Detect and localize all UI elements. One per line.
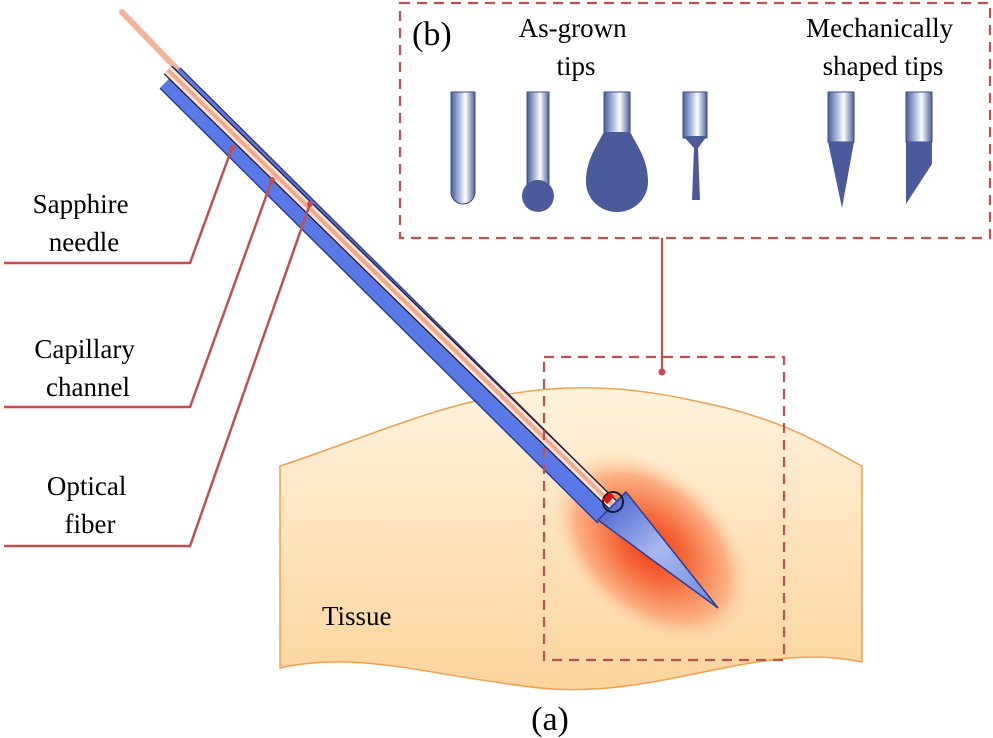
label-as-grown-tips: As-grown tips bbox=[519, 13, 634, 81]
tip-rounded bbox=[450, 91, 476, 205]
label-tissue: Tissue bbox=[322, 601, 392, 631]
tip-beveled bbox=[905, 91, 933, 204]
optical-fiber-protrusion bbox=[119, 9, 181, 73]
tip-teardrop bbox=[586, 91, 648, 212]
optical-fiber bbox=[166, 68, 614, 506]
tip-ball bbox=[522, 91, 554, 212]
label-leaders bbox=[4, 145, 313, 548]
fiber-output-point bbox=[602, 492, 615, 504]
sapphire-needle bbox=[159, 65, 719, 609]
needle-tip bbox=[596, 490, 719, 609]
label-optical-fiber: Optical fiber bbox=[47, 471, 133, 539]
tip-taper bbox=[682, 91, 708, 200]
label-panel-b: (b) bbox=[412, 16, 452, 53]
label-capillary-channel: Capillary channel bbox=[34, 334, 141, 402]
tip-shapes bbox=[450, 91, 933, 212]
label-panel-a: (a) bbox=[531, 701, 569, 738]
label-sapphire-needle: Sapphire needle bbox=[33, 189, 136, 257]
tip-pointed bbox=[827, 91, 855, 208]
label-mechanically-shaped-tips: Mechanically shaped tips bbox=[806, 13, 960, 81]
zoom-region-box bbox=[542, 355, 786, 662]
